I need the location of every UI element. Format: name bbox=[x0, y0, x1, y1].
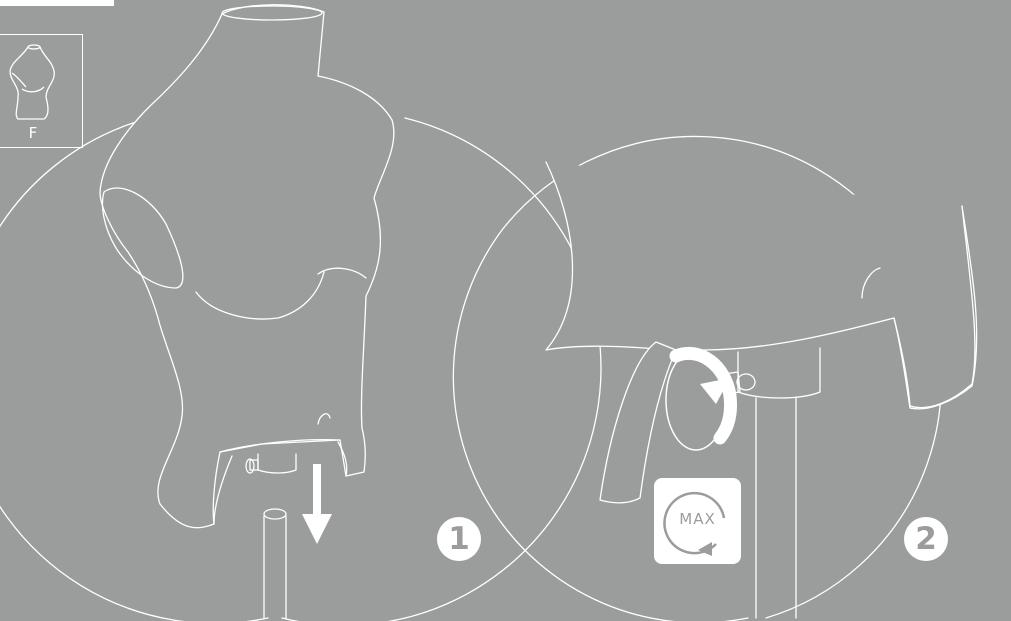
hub bbox=[258, 454, 296, 473]
hub-2 bbox=[738, 348, 820, 398]
female-torso-icon bbox=[0, 35, 68, 125]
pole-1 bbox=[264, 516, 286, 618]
remove-down-arrow-icon bbox=[302, 464, 332, 544]
max-label: MAX bbox=[654, 510, 741, 528]
mannequin-torso bbox=[100, 5, 394, 528]
type-indicator: F bbox=[0, 34, 83, 148]
pole-2 bbox=[756, 398, 796, 618]
pole-1-top bbox=[264, 509, 286, 519]
step1-panel bbox=[0, 5, 601, 621]
type-label: F bbox=[0, 124, 68, 142]
max-badge: MAX bbox=[654, 478, 741, 564]
step-number-2: 2 bbox=[904, 517, 948, 561]
rotate-knob-icon bbox=[666, 350, 731, 450]
step-number-1: 1 bbox=[437, 517, 481, 561]
